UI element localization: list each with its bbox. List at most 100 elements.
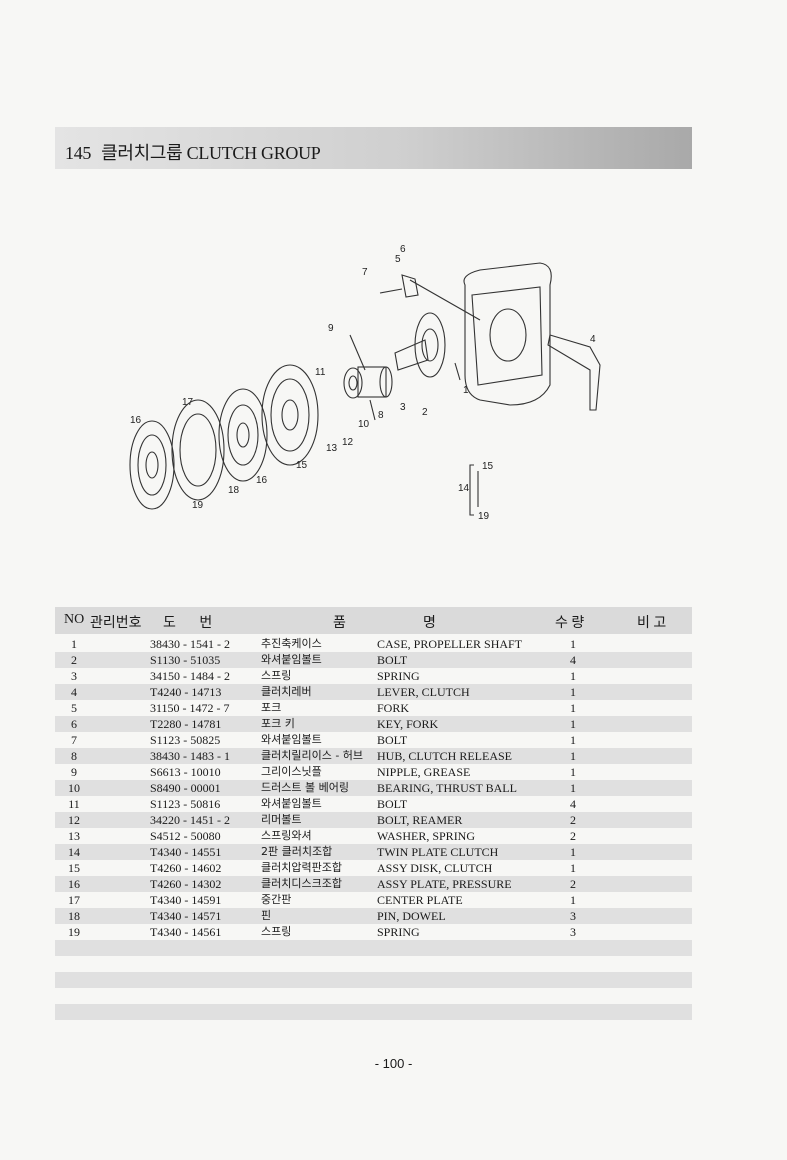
callout-label: 7 [362,267,368,278]
row-qty: 3 [570,925,576,939]
col-header-remark: 비 고 [637,616,667,631]
row-no: 10 [68,781,80,795]
col-header-name-1: 품 [333,616,346,631]
row-name-kr: 리머볼트 [261,813,302,826]
callout-label: 12 [342,437,354,448]
table-row: 4 T4240 - 14713 클러치레버 LEVER, CLUTCH 1 [55,684,692,700]
row-code: S1130 - 51035 [150,653,221,667]
row-no: 14 [68,845,80,859]
row-name-en: BOLT, REAMER [377,813,463,827]
row-name-kr: 2판 클러치조합 [261,845,333,858]
row-code: T4240 - 14713 [150,685,222,699]
row-no: 18 [68,909,80,923]
row-no: 4 [71,685,77,699]
row-no: 19 [68,925,80,939]
callout-label: 1 [463,385,469,396]
row-name-en: SPRING [377,925,420,939]
row-code: 34150 - 1484 - 2 [150,669,230,683]
row-name-kr: 추진축케이스 [261,637,322,650]
clutch-lever-part [547,334,601,411]
row-name-en: FORK [377,701,410,715]
row-code: 34220 - 1451 - 2 [150,813,230,827]
row-name-kr: 클러치릴리이스 - 허브 [261,749,364,762]
row-name-kr: 클러치레버 [261,685,312,698]
row-code: T4340 - 14591 [150,893,222,907]
row-name-kr: 스프링 [261,925,292,938]
thrust-bearing-part [343,367,363,399]
row-qty: 1 [570,669,576,683]
row-code: T4340 - 14571 [150,909,222,923]
row-name-kr: 와셔붙임볼트 [261,653,322,666]
empty-table-row [55,988,692,1004]
row-no: 12 [68,813,80,827]
callout-label: 9 [328,323,334,334]
section-title: 145 클러치그룹 CLUTCH GROUP [65,139,321,165]
row-code: S1123 - 50825 [150,733,221,747]
row-code: S1123 - 50816 [150,797,221,811]
row-name-en: LEVER, CLUTCH [377,685,470,699]
row-name-en: SPRING [377,669,420,683]
empty-table-row [55,972,692,988]
row-qty: 1 [570,685,576,699]
row-name-en: BOLT [377,797,408,811]
callout-label: 16 [256,475,268,486]
callout-label: 18 [228,485,240,496]
row-qty: 2 [570,829,576,843]
row-name-kr: 포크 [261,701,282,714]
pressure-plate-part [261,364,319,466]
callout-label: 16 [130,415,142,426]
row-name-en: WASHER, SPRING [377,829,476,843]
row-name-en: ASSY PLATE, PRESSURE [377,877,512,891]
callout-label: 4 [590,334,596,345]
section-number: 145 [65,143,92,163]
row-code: 31150 - 1472 - 7 [150,701,230,715]
col-header-name-2: 명 [423,616,436,631]
row-name-en: CENTER PLATE [377,893,463,907]
row-code: S8490 - 00001 [150,781,221,795]
row-qty: 1 [570,765,576,779]
row-code: T4260 - 14602 [150,861,222,875]
row-name-kr: 클러치압력판조합 [261,861,342,874]
table-row: 19 T4340 - 14561 스프링 SPRING 3 [55,924,692,940]
row-qty: 1 [570,717,576,731]
row-qty: 1 [570,701,576,715]
row-qty: 2 [570,813,576,827]
row-no: 2 [71,653,77,667]
row-no: 8 [71,749,77,763]
row-name-kr: 핀 [261,909,272,922]
row-name-en: BOLT [377,733,408,747]
row-no: 13 [68,829,80,843]
section-name: 클러치그룹 CLUTCH GROUP [101,143,321,163]
row-qty: 1 [570,861,576,875]
row-qty: 4 [570,653,576,667]
callout-label: 11 [315,367,326,378]
center-plate-part [171,399,225,501]
row-name-kr: 와셔붙임볼트 [261,733,322,746]
parts-table-header: NO 관리번호 도 번 품 명 수 량 비 고 [55,607,692,634]
row-qty: 2 [570,877,576,891]
row-no: 6 [71,717,77,731]
empty-table-row [55,940,692,956]
row-code: T4340 - 14561 [150,925,222,939]
row-name-kr: 스프링와셔 [261,829,312,842]
callout-label: 19 [192,500,204,511]
row-name-kr: 포크 키 [261,717,295,730]
callout-label: 6 [400,244,406,255]
row-name-en: PIN, DOWEL [377,909,446,923]
transmission-housing-part [463,262,552,406]
callout-label: 3 [400,402,406,413]
row-qty: 3 [570,909,576,923]
row-name-en: KEY, FORK [377,717,439,731]
exploded-parts-diagram: 1 2 3 4 5 6 7 8 9 10 11 12 13 14 15 16 1… [129,244,601,522]
row-name-en: HUB, CLUTCH RELEASE [377,749,512,763]
row-no: 3 [71,669,77,683]
col-header-drawing: 도 번 [163,616,213,631]
row-name-en: ASSY DISK, CLUTCH [377,861,493,875]
